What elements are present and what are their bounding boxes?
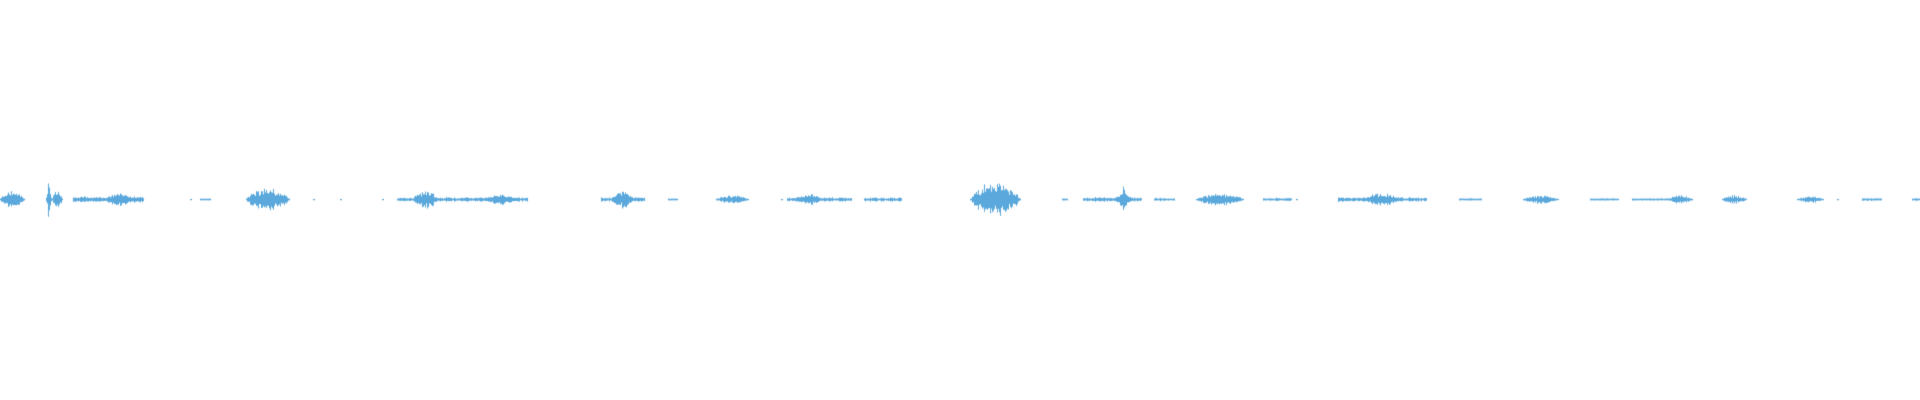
waveform-canvas[interactable] (0, 0, 1920, 400)
waveform-panel[interactable] (0, 0, 1920, 400)
